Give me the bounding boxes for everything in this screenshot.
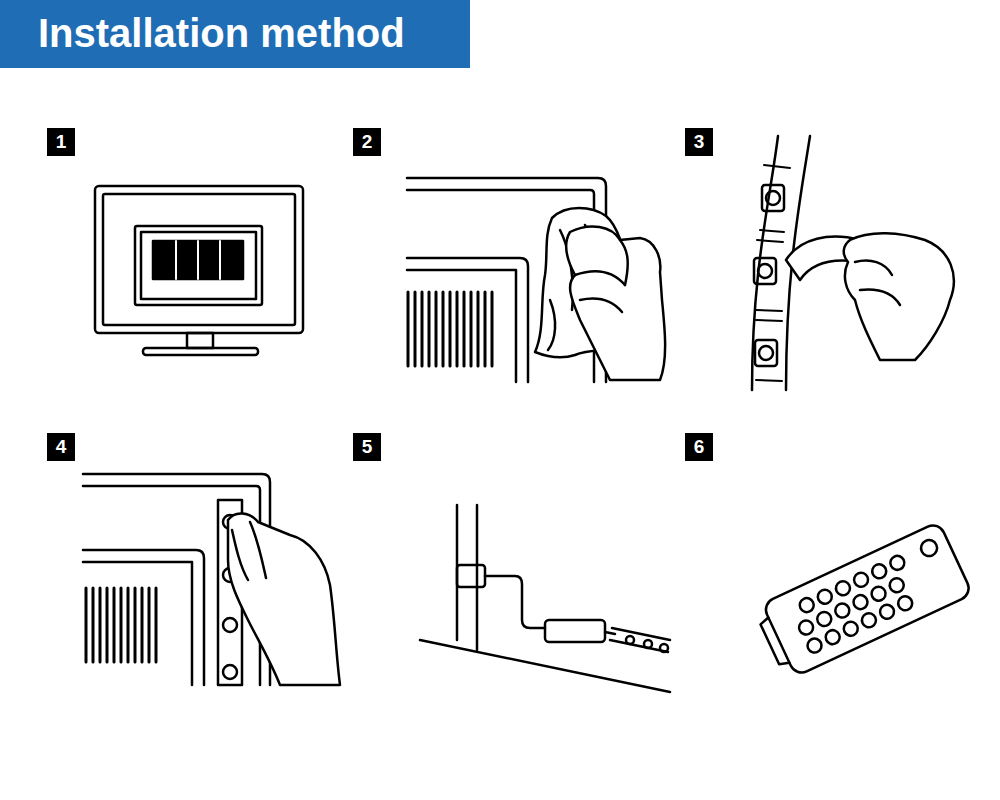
title: Installation method	[38, 11, 405, 56]
step-number: 5	[353, 433, 381, 461]
cleaning-drawing	[407, 178, 665, 382]
step-number: 2	[353, 128, 381, 156]
strip-peel-drawing	[752, 136, 954, 390]
step-number: 6	[685, 433, 713, 461]
monitor-drawing	[95, 186, 303, 355]
remote-drawing	[753, 521, 973, 680]
strip-stick-drawing	[83, 474, 340, 685]
controller-drawing	[420, 505, 670, 692]
step-number: 4	[47, 433, 75, 461]
step-number: 3	[685, 128, 713, 156]
step-number: 1	[47, 128, 75, 156]
